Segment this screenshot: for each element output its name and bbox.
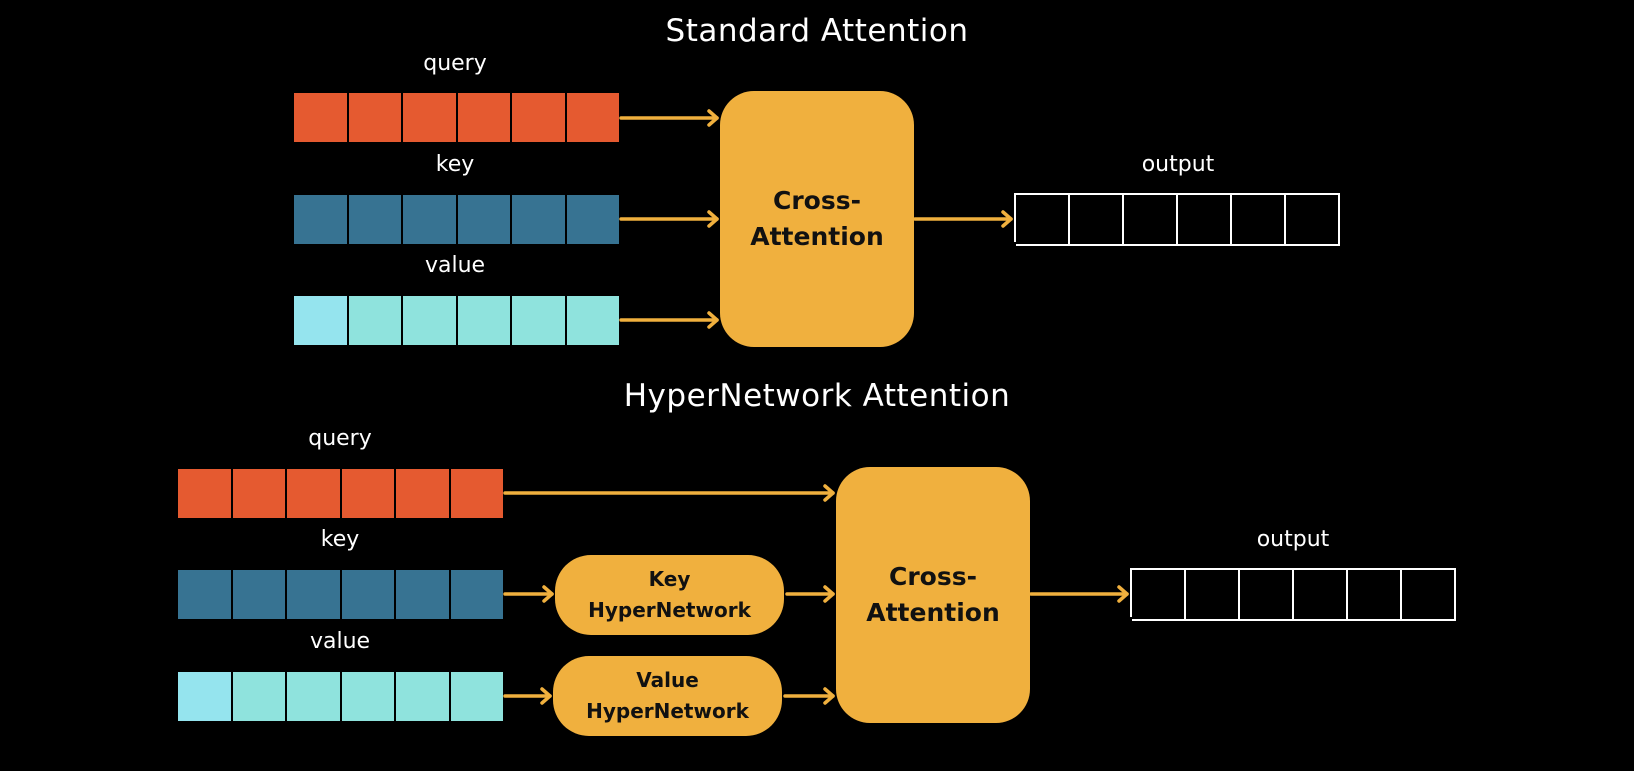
value-hypernetwork-out-arrow bbox=[783, 687, 835, 705]
std-query-cell bbox=[294, 93, 347, 142]
standard-attention-title: Standard Attention bbox=[665, 13, 969, 49]
hyp-output-arrow bbox=[1029, 585, 1129, 603]
hyp-query-arrow bbox=[503, 484, 835, 502]
std-value-label: value bbox=[424, 253, 486, 278]
hyp-key-cell bbox=[232, 570, 285, 619]
std-key-cell bbox=[512, 195, 565, 244]
std-value-cell bbox=[403, 296, 456, 345]
hyp-key-arrow bbox=[503, 585, 554, 603]
std-cross-attention-block: Cross- Attention bbox=[720, 91, 914, 347]
std-query-cell bbox=[457, 93, 510, 142]
std-output-arrow bbox=[913, 210, 1013, 228]
std-output-vector bbox=[1014, 193, 1340, 246]
std-value-cell bbox=[348, 296, 401, 345]
std-cross-attention-line2: Attention bbox=[750, 222, 884, 251]
hyp-key-cell bbox=[287, 570, 340, 619]
hyp-query-cell bbox=[287, 469, 340, 518]
key-hypernetwork-line1: Key bbox=[648, 567, 691, 591]
hyp-key-vector bbox=[178, 570, 503, 619]
value-hypernetwork-line2: HyperNetwork bbox=[586, 699, 749, 723]
hyp-query-cell bbox=[396, 469, 449, 518]
hyp-query-cell bbox=[178, 469, 231, 518]
std-key-arrow bbox=[619, 210, 719, 228]
hyp-value-cell bbox=[396, 672, 449, 721]
hyp-cross-attention-line1: Cross- bbox=[889, 562, 977, 591]
value-hypernetwork-block: Value HyperNetwork bbox=[553, 656, 782, 736]
std-query-arrow bbox=[619, 109, 719, 127]
hyp-value-cell bbox=[450, 672, 503, 721]
hyp-value-cell bbox=[341, 672, 394, 721]
hyp-query-cell bbox=[450, 469, 503, 518]
std-key-label: key bbox=[435, 152, 475, 177]
hyp-output-cell bbox=[1348, 568, 1402, 621]
hyp-output-label: output bbox=[1256, 527, 1330, 552]
std-key-cell bbox=[294, 195, 347, 244]
hyp-cross-attention-line2: Attention bbox=[866, 598, 1000, 627]
hyp-key-cell bbox=[341, 570, 394, 619]
key-hypernetwork-line2: HyperNetwork bbox=[588, 598, 751, 622]
hyp-output-cell bbox=[1186, 568, 1240, 621]
hyp-output-cell bbox=[1240, 568, 1294, 621]
std-value-vector bbox=[294, 296, 619, 345]
hyp-query-cell bbox=[341, 469, 394, 518]
std-query-label: query bbox=[423, 51, 487, 76]
std-query-cell bbox=[566, 93, 619, 142]
hyp-value-cell bbox=[232, 672, 285, 721]
std-output-cell bbox=[1124, 193, 1178, 246]
hyp-output-cell bbox=[1294, 568, 1348, 621]
std-value-cell bbox=[512, 296, 565, 345]
hyp-query-label: query bbox=[308, 426, 372, 451]
std-query-vector bbox=[294, 93, 619, 142]
std-query-cell bbox=[403, 93, 456, 142]
std-key-cell bbox=[566, 195, 619, 244]
std-key-vector bbox=[294, 195, 619, 244]
std-key-cell bbox=[348, 195, 401, 244]
hyp-query-vector bbox=[178, 469, 503, 518]
std-query-cell bbox=[348, 93, 401, 142]
hyp-value-vector bbox=[178, 672, 503, 721]
std-output-cell bbox=[1286, 193, 1340, 246]
std-output-cell bbox=[1070, 193, 1124, 246]
hyp-value-cell bbox=[287, 672, 340, 721]
hyp-output-cell bbox=[1402, 568, 1456, 621]
std-output-label: output bbox=[1141, 152, 1215, 177]
value-hypernetwork-line1: Value bbox=[636, 668, 699, 692]
hyp-key-cell bbox=[178, 570, 231, 619]
std-value-cell bbox=[457, 296, 510, 345]
hyp-query-cell bbox=[232, 469, 285, 518]
hyp-output-vector bbox=[1130, 568, 1456, 621]
std-output-cell bbox=[1178, 193, 1232, 246]
key-hypernetwork-block: Key HyperNetwork bbox=[555, 555, 784, 635]
std-key-cell bbox=[457, 195, 510, 244]
key-hypernetwork-out-arrow bbox=[785, 585, 835, 603]
hypernetwork-attention-title: HyperNetwork Attention bbox=[623, 378, 1011, 414]
hyp-cross-attention-block: Cross- Attention bbox=[836, 467, 1030, 723]
std-value-cell bbox=[294, 296, 347, 345]
std-output-cell bbox=[1232, 193, 1286, 246]
hyp-value-label: value bbox=[309, 629, 371, 654]
hyp-value-cell bbox=[178, 672, 231, 721]
hyp-key-cell bbox=[450, 570, 503, 619]
hyp-value-arrow bbox=[503, 687, 552, 705]
std-value-arrow bbox=[619, 311, 719, 329]
hyp-key-label: key bbox=[320, 527, 360, 552]
hyp-key-cell bbox=[396, 570, 449, 619]
std-value-cell bbox=[566, 296, 619, 345]
std-key-cell bbox=[403, 195, 456, 244]
std-query-cell bbox=[512, 93, 565, 142]
std-output-cell bbox=[1016, 193, 1070, 246]
hyp-output-cell bbox=[1132, 568, 1186, 621]
std-cross-attention-line1: Cross- bbox=[773, 186, 861, 215]
